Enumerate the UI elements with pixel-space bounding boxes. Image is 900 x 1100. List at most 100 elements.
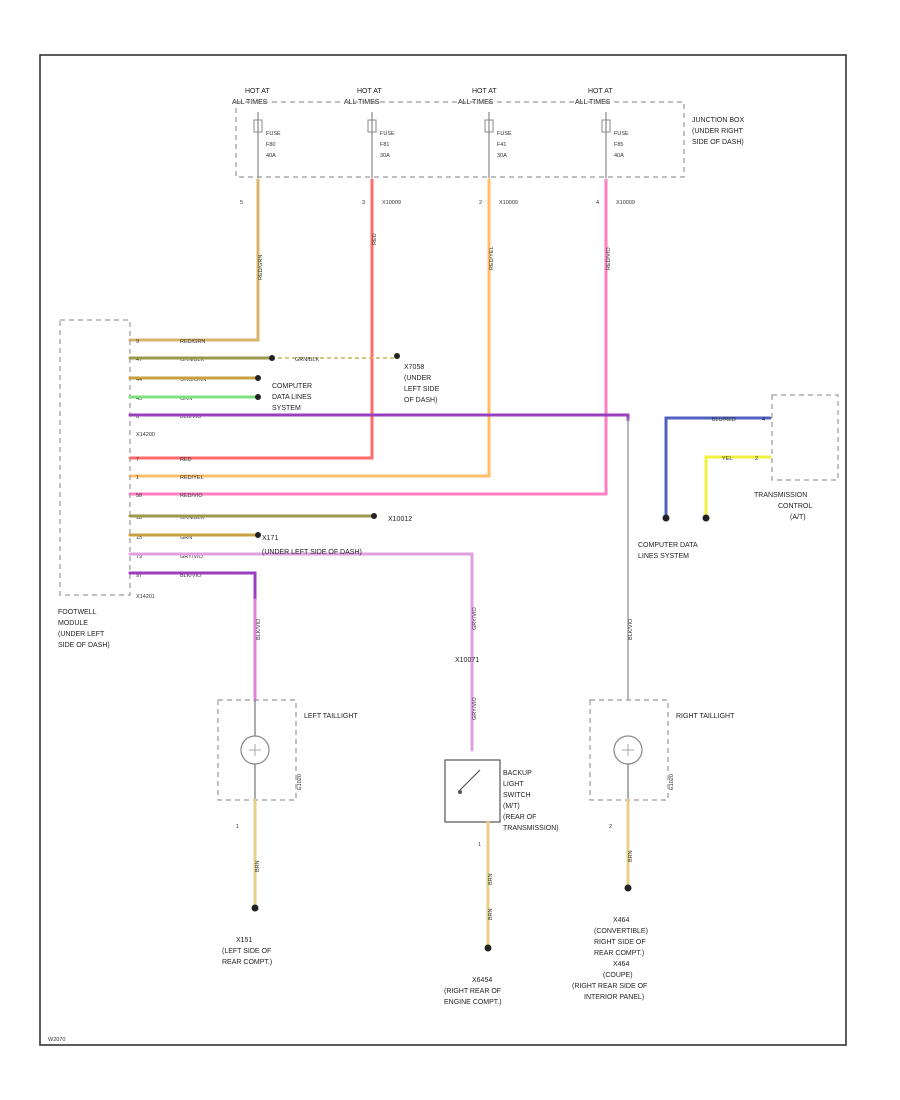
svg-text:BLK/VIO: BLK/VIO (628, 618, 634, 640)
transmission-control: BLU/RED 4 YEL 2 TRANSMISSION CONTROL (A/… (638, 394, 839, 560)
svg-text:45: 45 (136, 396, 142, 402)
fuse4-hot2: ALL TIMES (575, 99, 611, 106)
backup-light-switch: GRY/VIO X10071 GRY/VIO BACKUP LIGHT SWIT… (444, 606, 559, 1006)
junction-box-outline (235, 101, 685, 178)
svg-text:BLK/VIO: BLK/VIO (180, 414, 202, 420)
right-taillight-label: RIGHT TAILLIGHT (676, 713, 735, 720)
svg-text:1: 1 (478, 842, 481, 848)
fwm-pins: 9 RED/GRN 47 GRN/BLK 44 ORG/GRN 45 GRN 8… (136, 339, 206, 579)
svg-text:BRN: BRN (488, 908, 494, 920)
svg-text:GRY/VIO: GRY/VIO (472, 696, 478, 720)
svg-text:F85: F85 (614, 142, 623, 148)
svg-text:(RIGHT REAR SIDE OF: (RIGHT REAR SIDE OF (572, 983, 647, 990)
svg-text:FUSE: FUSE (497, 131, 512, 137)
svg-text:BRN: BRN (628, 850, 634, 862)
svg-text:F81: F81 (380, 142, 389, 148)
svg-text:40A: 40A (266, 153, 276, 159)
svg-text:FUSE: FUSE (614, 131, 629, 137)
svg-text:47: 47 (136, 357, 142, 363)
junction-box-label-2: (UNDER RIGHT (692, 128, 744, 135)
fuse-headers: HOT AT ALL TIMES HOT AT ALL TIMES HOT AT… (232, 88, 613, 106)
wire-label-red-vio: RED/VIO (606, 247, 612, 270)
svg-text:FUSE: FUSE (380, 131, 395, 137)
left-taillight: BLK/VIO LEFT TAILLIGHT E1020 1 BRN X151 … (217, 618, 358, 966)
ground-mid-desc-2: ENGINE COMPT.) (444, 999, 502, 1006)
trans-wire2-label: YEL (722, 456, 732, 462)
svg-text:BRN: BRN (488, 873, 494, 885)
svg-text:GRN/BLK: GRN/BLK (180, 515, 204, 521)
fuse4-hot: HOT AT (588, 88, 613, 95)
grnblk-label: GRN/BLK (295, 357, 319, 363)
ground-left-desc-1: (LEFT SIDE OF (222, 948, 271, 955)
trans-pin2: 2 (755, 456, 758, 462)
fuse3-pin: 2 (479, 200, 482, 206)
under-left-dash-label: (UNDER LEFT SIDE OF DASH) (262, 549, 362, 556)
fused-wires: RED/GRN RED RED/YEL RED/VIO (128, 178, 612, 496)
svg-text:FUSE: FUSE (266, 131, 281, 137)
wire-label-red-yel: RED/YEL (489, 246, 495, 270)
fuse1-pin: 5 (240, 200, 243, 206)
x171-label: X171 (262, 535, 278, 542)
fuse-3: FUSE F41 30A 2 X10009 (479, 112, 518, 206)
svg-text:9: 9 (136, 339, 139, 345)
x7058-label-3: LEFT SIDE (404, 386, 440, 393)
computer-data-lines-1-c: SYSTEM (272, 405, 301, 412)
svg-text:F80: F80 (266, 142, 275, 148)
trans-label-2: CONTROL (778, 503, 812, 510)
svg-text:97: 97 (136, 573, 142, 579)
trans-wire1-label: BLU/RED (712, 417, 736, 423)
svg-text:RED/VIO: RED/VIO (180, 493, 203, 499)
fwm-horizontal-wires: GRN/BLK X7058 (UNDER LEFT SIDE OF DASH) … (128, 353, 630, 752)
svg-text:44: 44 (136, 377, 142, 383)
x7058-label-4: OF DASH) (404, 397, 437, 404)
computer-data-lines-1-a: COMPUTER (272, 383, 312, 390)
svg-text:F41: F41 (497, 142, 506, 148)
footwell-module-label-3: (UNDER LEFT (58, 631, 105, 638)
footwell-module-outline (59, 319, 131, 596)
ground-mid-id: X6454 (472, 977, 492, 984)
computer-data-lines-2-a: COMPUTER DATA (638, 542, 698, 549)
svg-text:SWITCH: SWITCH (503, 792, 531, 799)
svg-text:8: 8 (136, 414, 139, 420)
footwell-module-label-4: SIDE OF DASH) (58, 642, 110, 649)
fuse2-pin: 3 (362, 200, 365, 206)
x7058-label-2: (UNDER (404, 375, 431, 382)
fuse4-conn: X10009 (616, 200, 635, 206)
x10012-label: X10012 (388, 516, 412, 523)
computer-data-lines-2-b: LINES SYSTEM (638, 553, 689, 560)
svg-text:ORG/GRN: ORG/GRN (180, 377, 206, 383)
svg-text:58: 58 (136, 493, 142, 499)
svg-text:18: 18 (136, 515, 142, 521)
fuse2-conn: X10009 (382, 200, 401, 206)
svg-text:E1020: E1020 (297, 774, 303, 790)
svg-text:RED/YEL: RED/YEL (180, 475, 204, 481)
left-taillight-label: LEFT TAILLIGHT (304, 713, 358, 720)
svg-text:INTERIOR PANEL): INTERIOR PANEL) (584, 994, 644, 1001)
svg-text:TRANSMISSION): TRANSMISSION) (503, 825, 559, 832)
svg-text:(COUPE): (COUPE) (603, 972, 633, 979)
ground-mid-desc-1: (RIGHT REAR OF (444, 988, 501, 995)
fuse3-hot: HOT AT (472, 88, 497, 95)
right-taillight: BLK/VIO RIGHT TAILLIGHT E1020 2 BRN X464… (572, 618, 735, 1001)
svg-text:E1020: E1020 (669, 774, 675, 790)
svg-text:BLK/VIO: BLK/VIO (256, 618, 262, 640)
svg-text:LIGHT: LIGHT (503, 781, 524, 788)
svg-text:30A: 30A (497, 153, 507, 159)
svg-text:GRY/VIO: GRY/VIO (472, 606, 478, 630)
svg-text:GRN: GRN (180, 535, 192, 541)
fuse1-hot: HOT AT (245, 88, 270, 95)
svg-text:40A: 40A (614, 153, 624, 159)
diagram-frame (39, 54, 847, 1046)
fwm-connector-bottom: X14201 (136, 594, 155, 600)
svg-text:BACKUP: BACKUP (503, 770, 532, 777)
svg-text:1: 1 (236, 824, 239, 830)
wire-label-red: RED (372, 233, 378, 245)
trans-pin1: 4 (762, 417, 765, 423)
svg-text:RIGHT SIDE OF: RIGHT SIDE OF (594, 939, 646, 946)
svg-text:BLK/VIO: BLK/VIO (180, 573, 202, 579)
fuse3-conn: X10009 (499, 200, 518, 206)
svg-text:(M/T): (M/T) (503, 803, 520, 810)
footwell-module-label-1: FOOTWELL (58, 609, 97, 616)
fuse3-hot2: ALL TIMES (458, 99, 494, 106)
